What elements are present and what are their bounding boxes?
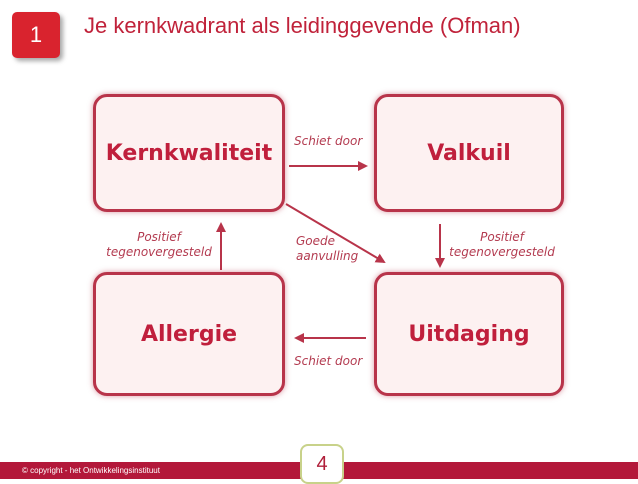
label-goede: Goede	[296, 234, 336, 248]
diagram-arrows	[216, 161, 445, 343]
label-positief-right-1: Positief	[480, 230, 524, 244]
page-number: 4	[316, 452, 328, 475]
arrow-diagonal	[285, 203, 386, 264]
page-number-badge: 4	[300, 444, 344, 484]
label-positief-left-2: tegenovergesteld	[106, 245, 212, 259]
box-kernkwaliteit: Kernkwaliteit	[93, 94, 285, 212]
label-aanvulling: aanvulling	[296, 249, 359, 263]
label-positief-left-1: Positief	[137, 230, 181, 244]
slide-title: Je kernkwadrant als leidinggevende (Ofma…	[84, 13, 521, 38]
label-schiet-door-top: Schiet door	[294, 134, 363, 148]
section-number: 1	[29, 22, 43, 47]
box-uitdaging: Uitdaging	[374, 272, 564, 396]
box-valkuil: Valkuil	[374, 94, 564, 212]
core-quadrant-diagram: Kernkwaliteit Valkuil Allergie Uitdaging…	[84, 88, 574, 410]
box-allergie: Allergie	[93, 272, 285, 396]
label-goede-aanvulling: Goede aanvulling	[296, 234, 358, 264]
copyright-text: © copyright - het Ontwikkelingsinstituut	[22, 466, 160, 475]
section-number-badge: 1	[12, 12, 60, 58]
label-positief-left: Positief tegenovergesteld	[104, 230, 214, 260]
label-positief-right: Positief tegenovergesteld	[446, 230, 558, 260]
label-schiet-door-bottom: Schiet door	[294, 354, 363, 368]
label-positief-right-2: tegenovergesteld	[449, 245, 555, 259]
